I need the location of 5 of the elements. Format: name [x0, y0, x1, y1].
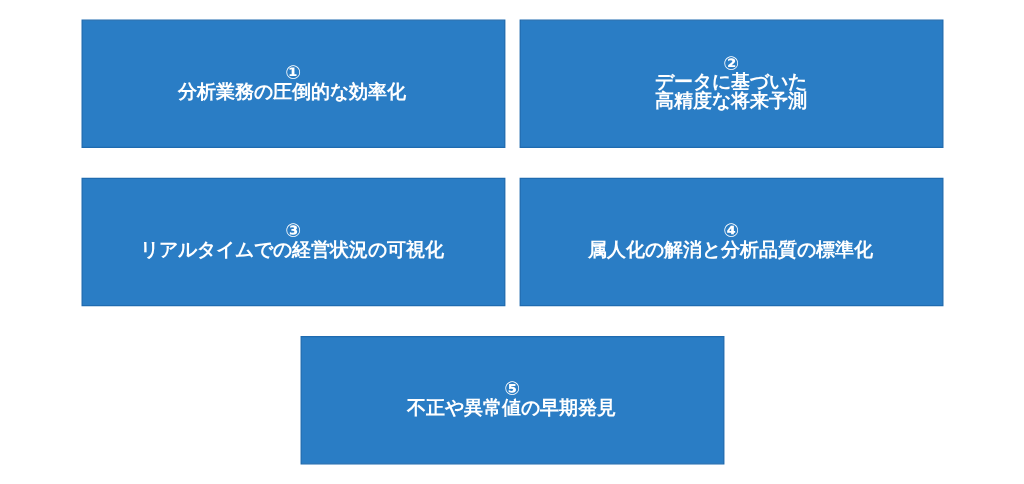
node-box: ② データに基づいた高精度な将来予測 [519, 19, 943, 149]
node-box: ③ リアルタイムでの経営状況の可視化 [81, 177, 505, 307]
node-box: ① 分析業務の圧倒的な効率化 [81, 19, 505, 149]
node-box: ④ 属人化の解消と分析品質の標準化 [519, 177, 943, 307]
node-box: ⑤ 不正や異常値の早期発見 [300, 335, 724, 465]
